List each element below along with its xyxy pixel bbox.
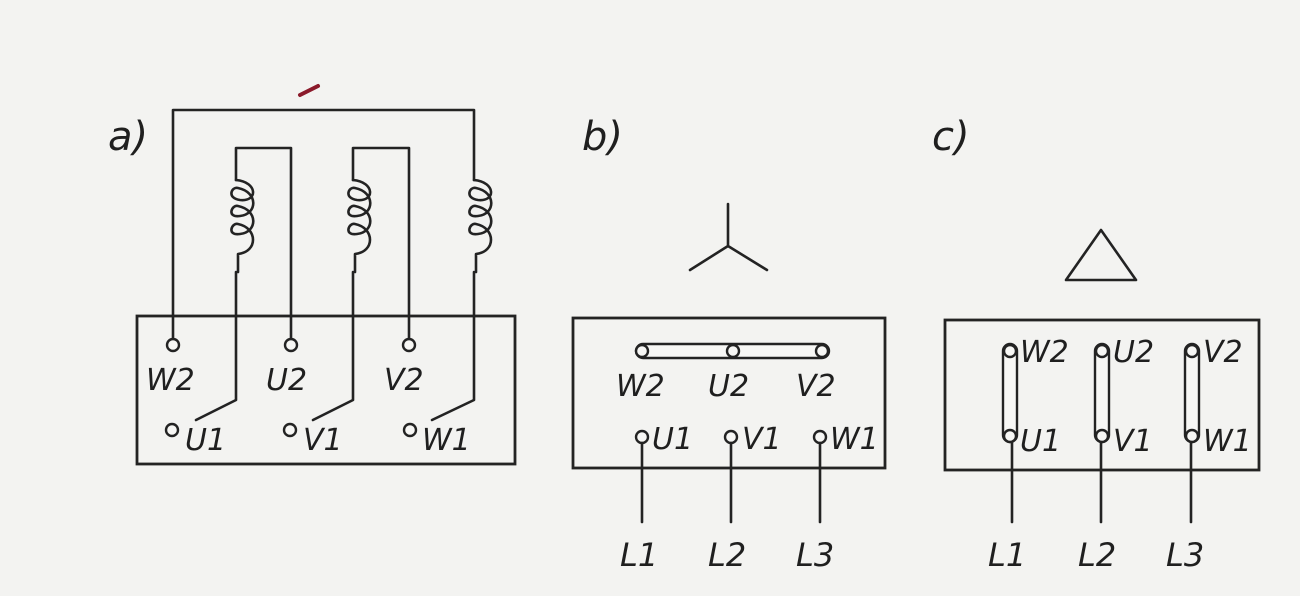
a-coil1-lower-wire bbox=[194, 270, 238, 422]
panel-b-label: b) bbox=[582, 114, 623, 160]
b-terminal-box bbox=[571, 316, 887, 470]
a-label-u2: U2 bbox=[266, 363, 307, 398]
terminal-icon bbox=[283, 337, 299, 353]
panel-c: c) W2 U2 V2 U1 V1 W1 L1 L2 L3 bbox=[932, 114, 1261, 574]
a-coil2-upper-wire bbox=[351, 146, 411, 342]
c-label-w2: W2 bbox=[1020, 335, 1069, 370]
a-label-v1: V1 bbox=[303, 423, 343, 458]
terminal-icon bbox=[723, 429, 739, 445]
terminal-icon bbox=[402, 422, 418, 438]
c-label-v2: V2 bbox=[1203, 335, 1243, 370]
terminal-icon bbox=[634, 429, 650, 445]
panel-a: a) W2 U2 V2 U1 V1 W1 bbox=[108, 108, 517, 466]
pen-mark bbox=[298, 84, 320, 97]
coil-icon bbox=[230, 178, 255, 274]
terminal-icon bbox=[401, 337, 417, 353]
a-label-u1: U1 bbox=[185, 423, 226, 458]
c-label-v1: V1 bbox=[1113, 424, 1153, 459]
b-label-u2: U2 bbox=[708, 369, 749, 404]
terminal-icon bbox=[164, 422, 180, 438]
terminal-icon bbox=[1002, 428, 1018, 444]
panel-c-label: c) bbox=[932, 114, 970, 160]
b-label-v1: V1 bbox=[742, 422, 782, 457]
a-coil1-upper-wire bbox=[234, 146, 293, 342]
b-label-l1: L1 bbox=[620, 536, 658, 574]
b-label-l3: L3 bbox=[796, 536, 834, 574]
c-label-l2: L2 bbox=[1078, 536, 1116, 574]
star-symbol bbox=[688, 202, 769, 272]
b-label-w1: W1 bbox=[830, 422, 879, 457]
c-label-l3: L3 bbox=[1166, 536, 1204, 574]
terminal-icon bbox=[814, 343, 830, 359]
terminal-icon bbox=[165, 337, 181, 353]
a-coil2-lower-wire bbox=[311, 270, 355, 422]
terminal-icon bbox=[1184, 428, 1200, 444]
coil-icon bbox=[347, 178, 372, 274]
a-label-v2: V2 bbox=[384, 363, 424, 398]
c-label-u2: U2 bbox=[1113, 335, 1154, 370]
panel-b: b) W2 U2 V2 U1 V1 W1 L1 L2 L3 bbox=[571, 114, 887, 574]
c-label-u1: U1 bbox=[1020, 424, 1061, 459]
link-bar bbox=[1093, 342, 1111, 444]
terminal-icon bbox=[1094, 343, 1110, 359]
terminal-icon bbox=[1002, 343, 1018, 359]
a-coil3-lower-wire bbox=[430, 270, 476, 422]
a-terminal-box bbox=[135, 314, 517, 466]
b-label-u1: U1 bbox=[652, 422, 693, 457]
terminal-icon bbox=[1184, 343, 1200, 359]
link-bar bbox=[1001, 342, 1019, 444]
link-bar bbox=[1183, 342, 1201, 444]
terminal-icon bbox=[1094, 428, 1110, 444]
a-loop-wire bbox=[171, 108, 476, 342]
delta-symbol bbox=[1064, 228, 1138, 282]
a-label-w1: W1 bbox=[422, 423, 471, 458]
terminal-icon bbox=[282, 422, 298, 438]
terminal-icon bbox=[812, 429, 828, 445]
terminal-icon bbox=[725, 343, 741, 359]
b-label-w2: W2 bbox=[616, 369, 665, 404]
b-label-v2: V2 bbox=[796, 369, 836, 404]
coil-icon bbox=[468, 178, 493, 274]
c-label-w1: W1 bbox=[1203, 424, 1252, 459]
a-label-w2: W2 bbox=[146, 363, 195, 398]
c-label-l1: L1 bbox=[988, 536, 1026, 574]
terminal-icon bbox=[634, 343, 650, 359]
b-label-l2: L2 bbox=[708, 536, 746, 574]
panel-a-label: a) bbox=[108, 114, 148, 160]
